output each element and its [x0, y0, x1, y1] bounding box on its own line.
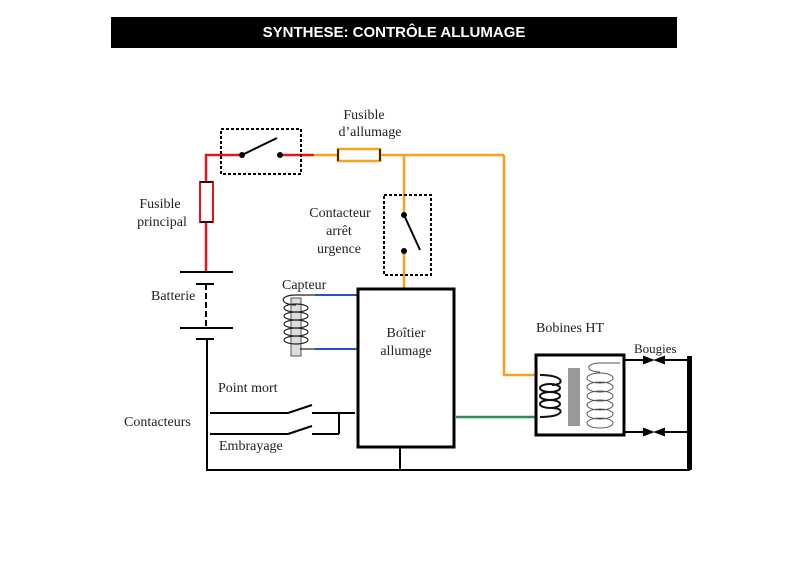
label-emergency-2: arrêt: [326, 224, 352, 239]
emergency-stop-switch: [383, 194, 432, 276]
label-ht-coils: Bobines HT: [536, 321, 605, 336]
ground-wire: [206, 339, 690, 471]
main-fuse: [199, 181, 214, 223]
battery: [180, 271, 233, 340]
label-spark-plugs: Bougies: [634, 341, 677, 356]
label-main-fuse-2: principal: [137, 215, 187, 230]
ignition-module: [356, 287, 456, 449]
label-module-2: allumage: [380, 344, 431, 359]
key-switch: [220, 128, 302, 175]
label-sensor: Capteur: [282, 278, 327, 293]
sensor-coil: [282, 294, 315, 357]
ignition-fuse: [336, 147, 382, 163]
title-bar: SYNTHESE: CONTRÔLE ALLUMAGE: [111, 17, 677, 48]
label-clutch: Embrayage: [219, 439, 283, 454]
label-battery: Batterie: [151, 289, 195, 304]
label-switches: Contacteurs: [124, 415, 191, 430]
label-emergency-3: urgence: [317, 242, 361, 257]
battery-positive-wire: [204, 153, 314, 272]
ht-coil: [534, 353, 626, 437]
neutral-clutch-switches: [210, 404, 355, 435]
sensor-wires: [315, 294, 358, 350]
ignition-wire: [314, 153, 540, 377]
label-ignition-fuse-2: d’allumage: [339, 125, 402, 140]
label-module-1: Boîtier: [387, 326, 426, 341]
label-neutral: Point mort: [218, 381, 278, 396]
label-main-fuse-1: Fusible: [139, 197, 180, 212]
page-title: SYNTHESE: CONTRÔLE ALLUMAGE: [262, 24, 526, 41]
label-ignition-fuse-1: Fusible: [343, 108, 384, 123]
label-emergency-1: Contacteur: [309, 206, 371, 221]
spark-plugs: [624, 355, 692, 470]
